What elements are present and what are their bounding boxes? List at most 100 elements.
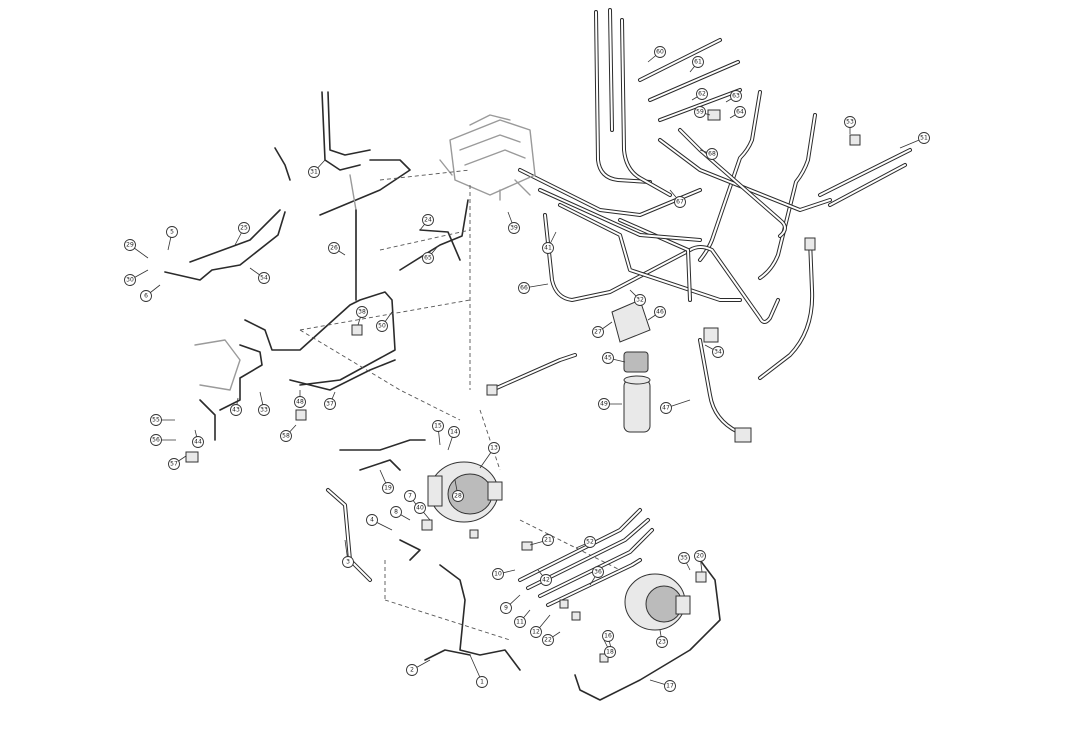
callout-22: 22 (542, 631, 561, 646)
callout-57: 57 (168, 455, 187, 470)
callout-65: 65 (422, 245, 439, 264)
callout-45: 45 (602, 352, 626, 364)
callout-number: 33 (260, 407, 268, 414)
callout-number: 12 (532, 629, 540, 636)
callout-40: 40 (414, 502, 431, 521)
callout-59: 59 (694, 106, 711, 118)
callout-number: 51 (920, 135, 928, 142)
callout-number: 55 (152, 417, 160, 424)
callout-number: 35 (680, 555, 688, 562)
callout-1: 1 (469, 654, 488, 688)
callout-3: 3 (342, 539, 354, 568)
callout-number: 8 (394, 509, 398, 516)
callout-number: 50 (378, 323, 386, 330)
callout-5: 5 (166, 226, 178, 251)
callout-42: 42 (537, 569, 552, 586)
callout-46: 46 (647, 306, 666, 321)
pump-lower (574, 559, 721, 701)
callout-44: 44 (192, 429, 204, 448)
callout-61: 61 (689, 56, 704, 73)
mid-left-pipes (194, 291, 396, 441)
callout-number: 44 (194, 439, 202, 446)
callout-19: 19 (379, 469, 394, 494)
callout-number: 15 (434, 423, 442, 430)
callout-68: 68 (699, 148, 718, 160)
callout-number: 2 (410, 667, 414, 674)
right-long-hose (758, 237, 816, 380)
callout-32: 32 (629, 289, 646, 306)
callout-number: 68 (708, 151, 716, 158)
callout-number: 64 (736, 109, 744, 116)
callout-4: 4 (366, 514, 393, 531)
top-vertical-pipes (594, 8, 672, 197)
callout-26: 26 (328, 242, 346, 256)
callout-number: 59 (696, 109, 704, 116)
filter-assembly (611, 299, 752, 443)
callout-37: 37 (324, 391, 336, 410)
callout-number: 46 (656, 309, 664, 316)
callout-number: 17 (666, 683, 674, 690)
callout-41: 41 (542, 231, 557, 254)
callout-number: 28 (454, 493, 462, 500)
callout-number: 57 (170, 461, 178, 468)
left-short-hose (486, 353, 577, 396)
callout-51: 51 (899, 132, 930, 149)
callout-number: 18 (606, 649, 614, 656)
callout-48: 48 (294, 390, 306, 408)
callout-number: 56 (152, 437, 160, 444)
callout-number: 38 (358, 309, 366, 316)
callout-number: 16 (604, 633, 612, 640)
callout-number: 20 (696, 553, 704, 560)
callout-number: 58 (282, 433, 290, 440)
lower-hoses (518, 508, 654, 607)
callout-number: 67 (676, 199, 684, 206)
callout-number: 63 (732, 93, 740, 100)
upper-right-hoses (638, 38, 912, 280)
callout-23: 23 (656, 629, 668, 648)
callout-number: 24 (424, 217, 432, 224)
callout-number: 52 (586, 539, 594, 546)
callout-12: 12 (530, 614, 551, 638)
callout-number: 11 (516, 619, 524, 626)
callout-38: 38 (356, 306, 368, 326)
callout-28: 28 (452, 479, 464, 502)
callout-62: 62 (691, 88, 708, 101)
callout-50: 50 (376, 311, 393, 332)
callout-49: 49 (598, 398, 622, 410)
upper-left-pipes (164, 91, 469, 301)
callout-29: 29 (124, 239, 149, 259)
callout-64: 64 (729, 106, 746, 119)
callout-54: 54 (249, 267, 270, 284)
callout-number: 43 (232, 407, 240, 414)
callout-number: 42 (542, 577, 550, 584)
callout-21: 21 (529, 534, 554, 546)
dashed-guides (299, 169, 621, 641)
callout-number: 37 (326, 401, 334, 408)
callout-53: 53 (844, 116, 856, 134)
callout-number: 60 (656, 49, 664, 56)
callout-2: 2 (406, 659, 431, 676)
callout-number: 65 (424, 255, 432, 262)
callout-27: 27 (592, 321, 613, 338)
callout-number: 6 (144, 293, 148, 300)
callout-6: 6 (140, 284, 161, 302)
callout-number: 61 (694, 59, 702, 66)
callout-30: 30 (124, 269, 149, 286)
callout-number: 48 (296, 399, 304, 406)
callout-number: 4 (370, 517, 374, 524)
callout-number: 22 (544, 637, 552, 644)
callout-11: 11 (514, 609, 531, 628)
callout-number: 54 (260, 275, 268, 282)
callout-24: 24 (419, 214, 434, 231)
callout-47: 47 (660, 399, 691, 414)
callout-number: 26 (330, 245, 338, 252)
callout-20: 20 (694, 550, 706, 573)
callout-number: 62 (698, 91, 706, 98)
callout-number: 47 (662, 405, 670, 412)
callout-number: 36 (594, 569, 602, 576)
callout-8: 8 (390, 506, 411, 521)
callout-number: 21 (544, 537, 552, 544)
